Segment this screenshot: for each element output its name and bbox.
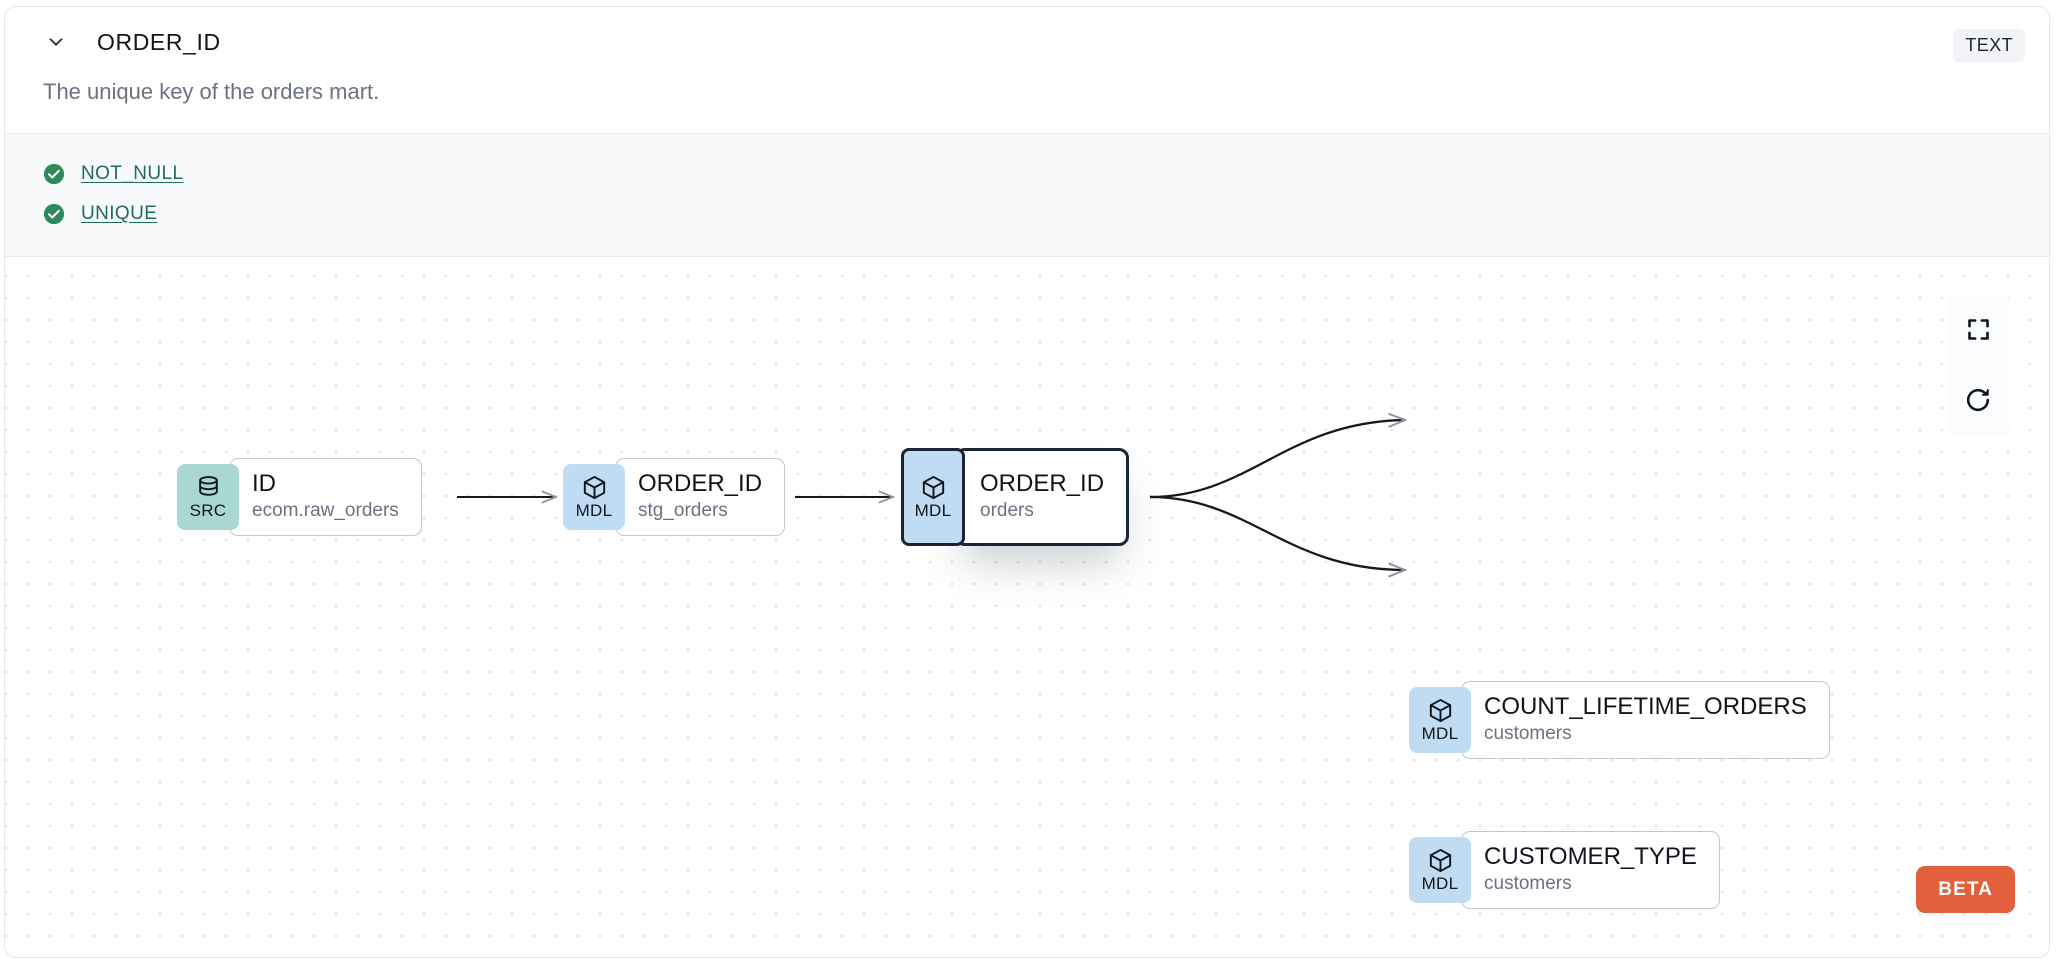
fullscreen-icon <box>1967 319 1989 340</box>
column-header: ORDER_ID TEXT <box>5 7 2049 77</box>
node-name: CUSTOMER_TYPE <box>1484 842 1697 870</box>
node-badge-src: SRC <box>177 463 239 530</box>
cube-icon <box>583 476 605 500</box>
refresh-icon <box>1966 388 1990 411</box>
node-body: ORDER_ID stg_orders <box>615 457 786 536</box>
node-body: COUNT_LIFETIME_ORDERS customers <box>1461 680 1830 759</box>
check-circle-icon <box>43 203 65 224</box>
edge-orders-to-customer-type <box>1149 495 1405 570</box>
node-body: CUSTOMER_TYPE customers <box>1461 830 1720 909</box>
node-name: ORDER_ID <box>980 469 1105 497</box>
lineage-edges <box>457 257 2049 947</box>
lineage-node-src-id[interactable]: SRC ID ecom.raw_orders <box>177 457 422 536</box>
node-badge-label: MDL <box>914 501 952 521</box>
beta-badge[interactable]: BETA <box>1916 865 2015 913</box>
test-row: NOT_NULL <box>43 154 2011 194</box>
chevron-down-icon[interactable] <box>43 29 69 55</box>
node-badge-mdl: MDL <box>563 463 625 530</box>
cube-icon <box>1429 699 1451 723</box>
tests-section: NOT_NULL UNIQUE <box>5 132 2049 257</box>
node-badge-label: SRC <box>189 501 227 521</box>
node-badge-mdl: MDL <box>1409 686 1471 753</box>
node-subtitle: orders <box>980 500 1034 522</box>
node-name: ID <box>252 469 276 497</box>
test-link-not-null[interactable]: NOT_NULL <box>81 162 184 184</box>
node-subtitle: ecom.raw_orders <box>252 500 399 522</box>
edge-orders-to-count <box>1149 420 1405 498</box>
test-row: UNIQUE <box>43 194 2011 234</box>
node-badge-mdl: MDL <box>1409 836 1471 903</box>
page-title: ORDER_ID <box>97 28 221 55</box>
canvas-controls <box>1947 294 2009 435</box>
cube-icon <box>922 476 944 500</box>
node-badge-label: MDL <box>575 501 613 521</box>
column-description: The unique key of the orders mart. <box>43 79 380 104</box>
node-body: ORDER_ID orders <box>955 447 1130 546</box>
node-body: ID ecom.raw_orders <box>229 457 422 536</box>
node-name: ORDER_ID <box>638 469 763 497</box>
node-name: COUNT_LIFETIME_ORDERS <box>1484 692 1807 720</box>
lineage-canvas[interactable]: SRC ID ecom.raw_orders MDL ORDER_ID stg_… <box>5 256 2049 947</box>
column-type-badge: TEXT <box>1953 29 2025 62</box>
node-badge-mdl: MDL <box>901 447 965 546</box>
database-icon <box>198 476 218 496</box>
node-subtitle: stg_orders <box>638 500 728 522</box>
test-link-unique[interactable]: UNIQUE <box>81 202 158 224</box>
cube-icon <box>1429 849 1451 873</box>
check-circle-icon <box>43 163 65 184</box>
lineage-node-customer-type[interactable]: MDL CUSTOMER_TYPE customers <box>1409 830 1720 909</box>
node-subtitle: customers <box>1484 723 1572 745</box>
node-badge-label: MDL <box>1421 724 1459 744</box>
lineage-node-orders-order-id[interactable]: MDL ORDER_ID orders <box>901 447 1130 546</box>
lineage-node-count-lifetime-orders[interactable]: MDL COUNT_LIFETIME_ORDERS customers <box>1409 680 1830 759</box>
node-subtitle: customers <box>1484 873 1572 895</box>
node-badge-label: MDL <box>1421 874 1459 894</box>
lineage-node-stg-order-id[interactable]: MDL ORDER_ID stg_orders <box>563 457 786 536</box>
column-detail-card: ORDER_ID TEXT The unique key of the orde… <box>4 6 2050 958</box>
fullscreen-button[interactable] <box>1947 295 2009 365</box>
refresh-button[interactable] <box>1947 365 2009 435</box>
